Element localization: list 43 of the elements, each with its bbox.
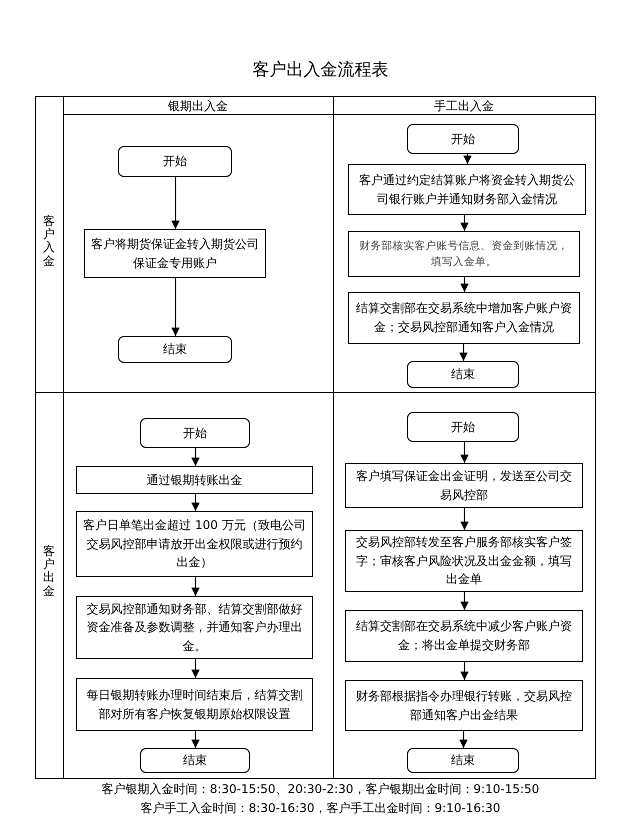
footnote: 客户手工入金时间：8:30-16:30，客户手工出金时间：9:10-16:30 xyxy=(140,800,502,817)
arrow xyxy=(460,592,469,610)
arrow xyxy=(460,508,469,530)
arrow xyxy=(460,662,469,680)
process-box: 客户将期货保证金转入期货公司保证金专用账户 xyxy=(84,229,266,278)
arrow xyxy=(460,277,469,292)
process-box: 财务部核实客户账号信息、资金到账情况，填写入金单。 xyxy=(348,231,580,277)
arrow xyxy=(191,731,200,748)
arrow xyxy=(463,154,472,164)
arrow xyxy=(191,659,200,678)
process-box: 结算交割部在交易系统中增加客户账户资金；交易风控部通知客户入金情况 xyxy=(348,292,580,344)
row-header: 客户出金 xyxy=(43,545,55,598)
column-header: 银期出入金 xyxy=(167,98,229,115)
process-box: 结算交割部在交易系统中减少客户账户资金；将出金单提交财务部 xyxy=(345,610,583,662)
process-box: 交易风控部通知财务部、结算交割部做好资金准备及参数调整，并通知客户办理出金。 xyxy=(76,596,313,659)
terminal-box: 结束 xyxy=(407,748,519,773)
terminal-box: 结束 xyxy=(140,748,250,773)
process-box: 财务部根据指令办理银行转账，交易风控部通知客户出金结果 xyxy=(345,680,583,731)
terminal-box: 开始 xyxy=(118,146,232,177)
arrow xyxy=(191,448,200,466)
arrow xyxy=(459,731,468,748)
process-box: 交易风控部转发至客户服务部核实客户签字；审核客户风险状况及出金金额，填写出金单 xyxy=(345,530,583,592)
arrow xyxy=(460,215,469,231)
arrow xyxy=(459,344,468,361)
footnote: 客户银期入金时间：8:30-15:50、20:30-2:30，客户银期出金时间：9:10-15:50 xyxy=(100,781,540,798)
arrow xyxy=(460,442,469,463)
terminal-box: 开始 xyxy=(140,418,250,448)
terminal-box: 开始 xyxy=(407,412,519,442)
terminal-box: 开始 xyxy=(407,124,519,154)
process-box: 通过银期转账出金 xyxy=(76,466,313,494)
process-box: 客户日单笔出金超过 100 万元（致电公司交易风控部申请放开出金权限或进行预约出金） xyxy=(76,511,313,577)
process-box: 客户通过约定结算账户将资金转入期货公司银行账户并通知财务部入金情况 xyxy=(348,164,586,215)
arrow xyxy=(171,278,180,336)
title: 客户出入金流程表 xyxy=(252,59,390,81)
row-header: 客户入金 xyxy=(43,215,55,268)
arrow xyxy=(191,577,200,596)
process-box: 每日银期转账办理时间结束后，结算交割部对所有客户恢复银期原始权限设置 xyxy=(76,678,313,731)
terminal-box: 结束 xyxy=(118,336,232,363)
process-box: 客户填写保证金出金证明，发送至公司交易风控部 xyxy=(345,463,583,508)
terminal-box: 结束 xyxy=(407,361,519,388)
column-header: 手工出入金 xyxy=(433,98,495,115)
arrow xyxy=(191,494,200,511)
arrow xyxy=(171,177,180,229)
